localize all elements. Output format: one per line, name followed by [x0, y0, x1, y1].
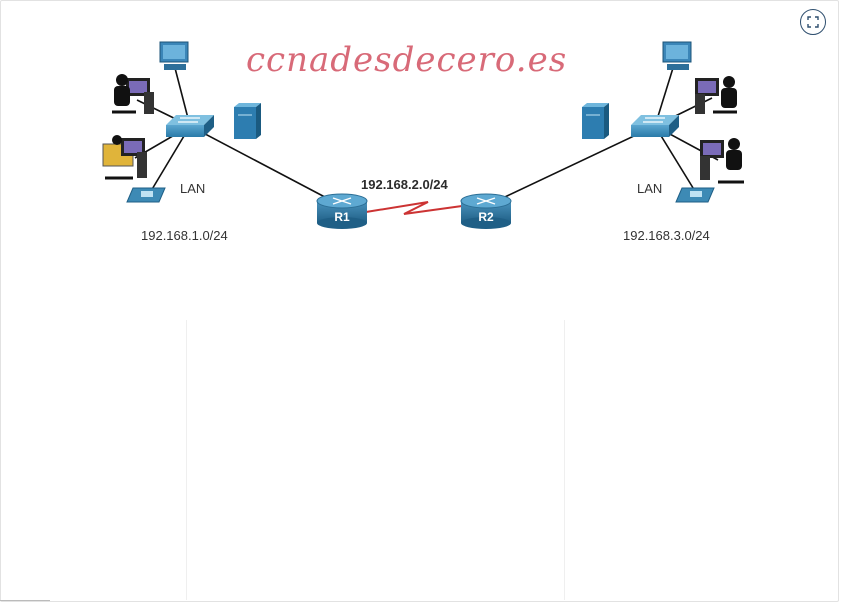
- wan-serial-link: [365, 201, 463, 215]
- left-lan-network: 192.168.1.0/24: [141, 228, 228, 243]
- left-ip-phone[interactable]: [126, 187, 166, 203]
- right-switch[interactable]: [631, 115, 679, 137]
- router-r1-label: R1: [334, 210, 350, 224]
- divider-line: [0, 600, 50, 601]
- left-pc[interactable]: [159, 41, 189, 70]
- left-lan-label: LAN: [180, 181, 206, 196]
- watermark: ccnadesdecero.es: [246, 40, 568, 80]
- right-lan-network: 192.168.3.0/24: [623, 228, 710, 243]
- right-pc[interactable]: [662, 41, 692, 70]
- right-server[interactable]: [582, 103, 609, 139]
- wan-network-label: 192.168.2.0/24: [361, 177, 448, 192]
- router-r2-label: R2: [478, 210, 494, 224]
- left-user-workstation[interactable]: [102, 135, 147, 180]
- expand-icon: [807, 16, 819, 28]
- divider-line: [186, 320, 187, 600]
- router-r2[interactable]: R2: [460, 193, 512, 229]
- left-switch[interactable]: [166, 115, 214, 137]
- expand-button[interactable]: [800, 9, 826, 35]
- router-r1[interactable]: R1: [316, 193, 368, 229]
- right-ip-phone[interactable]: [675, 187, 715, 203]
- right-user-workstation[interactable]: [695, 76, 737, 114]
- right-user-workstation[interactable]: [700, 138, 744, 184]
- left-server[interactable]: [234, 103, 261, 139]
- left-user-workstation[interactable]: [112, 74, 154, 114]
- divider-line: [564, 320, 565, 600]
- right-lan-label: LAN: [637, 181, 663, 196]
